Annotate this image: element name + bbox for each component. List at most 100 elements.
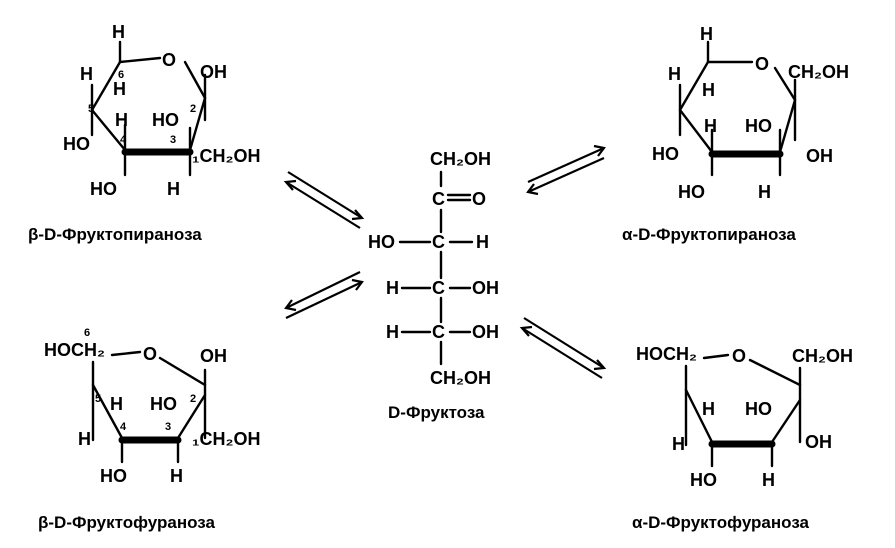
carbon-number: 5 (95, 393, 101, 405)
arrow-line (527, 146, 605, 184)
atom-ho: HO (745, 399, 772, 419)
ring-oxygen: O (755, 54, 769, 74)
atom-h: H (167, 179, 180, 199)
arrow-line (285, 181, 361, 229)
ring-oxygen: O (162, 50, 176, 70)
caption-alpha-pyranose: α-D-Фруктопираноза (622, 225, 796, 244)
open-chain-fructose: CH₂OH C O HO C H H C OH H C OH CH₂OH D-Ф… (368, 149, 499, 422)
arrow-head (284, 299, 297, 312)
atom-h: H (672, 434, 685, 454)
atom-c: C (432, 189, 445, 209)
atom-h: H (704, 116, 717, 136)
carbon-number: 3 (165, 421, 171, 433)
atom-oh: OH (805, 432, 832, 452)
arrow-head (593, 144, 606, 157)
bond (748, 358, 802, 387)
atom-ho: HO (678, 182, 705, 202)
equilibrium-arrow-bottom-left (284, 271, 364, 319)
beta-furanose: 6 HOCH₂ O OH 5 H 4 H HO 2 3 ₁CH₂OH HO H … (38, 327, 260, 532)
atom-h: H (702, 399, 715, 419)
atom-oh: OH (472, 322, 499, 342)
alpha-furanose: HOCH₂ O CH₂OH H H HO OH HO H α-D-Фруктоф… (632, 344, 853, 532)
arrow-head (351, 209, 365, 221)
atom-ch2oh: CH₂OH (430, 368, 491, 388)
atom-o: O (472, 189, 486, 209)
atom-ho: HO (745, 116, 772, 136)
atom-h: H (386, 322, 399, 342)
equilibrium-arrow-bottom-right (519, 317, 607, 379)
atom-ho: HO (63, 134, 90, 154)
bond (158, 356, 207, 387)
beta-pyranose: H O OH H H 6 5 H 4 HO HO 2 3 ₁CH₂OH HO H… (28, 22, 260, 244)
atom-ho: HO (690, 470, 717, 490)
atom-h: H (476, 232, 489, 252)
arrow-head (283, 179, 297, 191)
atom-h: H (80, 64, 93, 84)
bond (183, 60, 207, 100)
arrow-line (287, 171, 363, 219)
carbon-number: 4 (120, 421, 127, 433)
arrow-head (526, 183, 539, 196)
bond (90, 60, 122, 112)
atom-h: H (113, 79, 126, 99)
bond (684, 388, 714, 444)
arrow-line (521, 327, 603, 379)
bond (678, 60, 710, 112)
atom-ch2oh: CH₂OH (430, 149, 491, 169)
atom-h: H (112, 22, 125, 42)
bond (188, 96, 207, 152)
atom-oh: OH (472, 278, 499, 298)
atom-ho: HO (152, 110, 179, 130)
bond (176, 393, 207, 440)
carbon-number: 5 (88, 103, 94, 115)
ring-oxygen: O (143, 344, 157, 364)
caption-beta-furanose: β-D-Фруктофураноза (38, 513, 215, 532)
atom-oh: OH (806, 146, 833, 166)
carbon-number: 6 (84, 327, 90, 339)
atom-ho: HO (150, 394, 177, 414)
atom-ch2oh: CH₂OH (788, 62, 849, 82)
atom-c: C (432, 278, 445, 298)
atom-h: H (668, 64, 681, 84)
carbon-number: 3 (170, 134, 176, 146)
atom-oh: OH (200, 346, 227, 366)
carbon-number: 2 (190, 393, 196, 405)
atom-h: H (170, 466, 183, 486)
atom-h: H (386, 278, 399, 298)
atom-c: C (432, 322, 445, 342)
bond (773, 66, 797, 102)
arrow-head (351, 278, 364, 291)
atom-h: H (700, 24, 713, 44)
bond (702, 353, 730, 360)
atom-hoch2: HOCH₂ (636, 344, 697, 364)
atom-oh: OH (200, 62, 227, 82)
arrow-line (285, 281, 363, 319)
atom-ho: HO (368, 232, 395, 252)
caption-alpha-furanose: α-D-Фруктофураноза (632, 513, 810, 532)
ring-oxygen: O (732, 346, 746, 366)
atom-c: C (432, 232, 445, 252)
atom-ho: HO (652, 144, 679, 164)
atom-h: H (110, 394, 123, 414)
carbon-number: 4 (120, 134, 127, 146)
caption-open-chain: D-Фруктоза (388, 403, 485, 422)
atom-ch2oh: ₁CH₂OH (192, 429, 260, 449)
atom-h: H (758, 182, 771, 202)
atom-ch2oh: ₁CH₂OH (192, 146, 260, 166)
bond (778, 98, 797, 154)
bond (118, 56, 162, 64)
bond (91, 383, 124, 440)
atom-h: H (762, 470, 775, 490)
atom-hoch2: HOCH₂ (44, 340, 105, 360)
atom-h: H (78, 429, 91, 449)
bond (678, 108, 714, 154)
bond (90, 108, 127, 152)
atom-ho: HO (90, 179, 117, 199)
carbon-number: 2 (190, 103, 196, 115)
atom-h: H (702, 80, 715, 100)
arrow-head (519, 325, 533, 337)
carbon-number: 6 (118, 69, 124, 81)
bond (770, 398, 802, 444)
